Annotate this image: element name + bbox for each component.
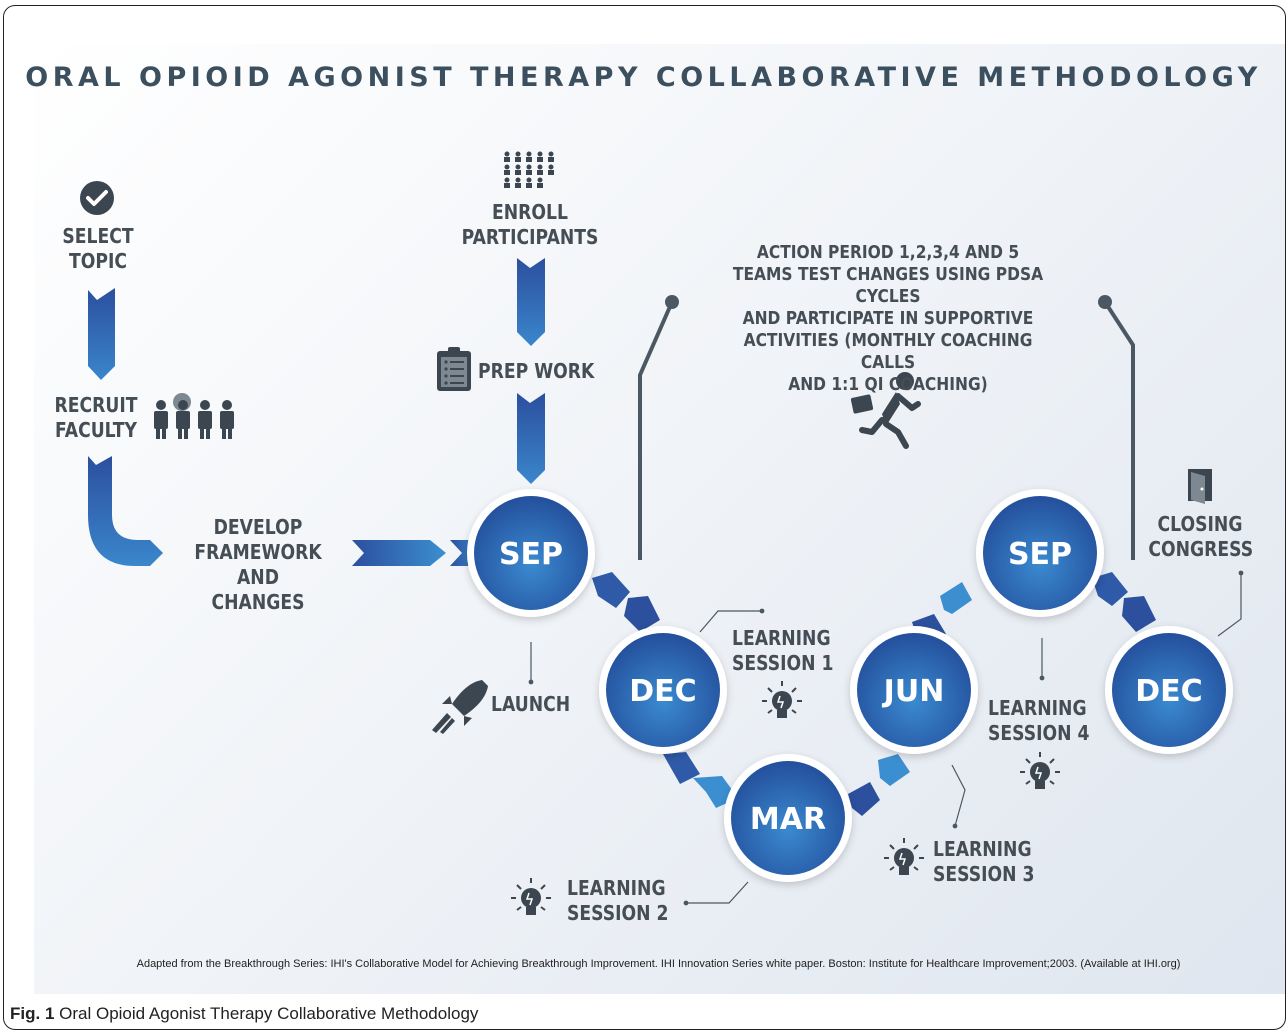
diagram-title: ORAL OPIOID AGONIST THERAPY COLLABORATIV… — [25, 62, 1262, 93]
people-grid-icon — [504, 151, 554, 188]
prep-work-label: PREP WORK — [478, 359, 595, 383]
action-period-label: ACTION PERIOD 1,2,3,4 AND 5 TEAMS TEST C… — [732, 242, 1044, 395]
month-label: JUN — [882, 674, 945, 709]
month-circle-dec-2: DEC — [1105, 626, 1233, 754]
lightbulb-icon — [762, 681, 802, 718]
connector-dot — [665, 295, 679, 309]
rocket-icon — [432, 680, 488, 734]
lightbulb-icon — [1020, 752, 1060, 789]
learning-session-2-label: LEARNING SESSION 2 — [567, 876, 669, 925]
month-label: DEC — [1135, 674, 1202, 709]
launch-label: LAUNCH — [491, 692, 571, 716]
learning-session-3-label: LEARNING SESSION 3 — [933, 837, 1035, 886]
curved-arrow — [88, 456, 163, 566]
caption-text: Oral Opioid Agonist Therapy Collaborativ… — [59, 1004, 479, 1023]
closing-congress-label: CLOSING CONGRESS — [1148, 512, 1254, 561]
month-label: SEP — [1008, 537, 1072, 572]
develop-framework-label: DEVELOP FRAMEWORK AND CHANGES — [194, 515, 322, 614]
lightbulb-icon — [511, 878, 551, 915]
month-circle-jun: JUN — [850, 626, 978, 754]
connector-dot — [1098, 295, 1112, 309]
month-label: DEC — [629, 674, 696, 709]
chevron-arrow-down-1 — [88, 288, 115, 380]
learning-session-4-label: LEARNING SESSION 4 — [988, 696, 1090, 745]
month-circle-mar: MAR — [724, 754, 852, 882]
handshake-people-icon — [154, 393, 234, 439]
chevron-arrow-down-2 — [517, 258, 545, 346]
enroll-participants-label: ENROLL PARTICIPANTS — [461, 200, 599, 249]
month-circle-sep-2: SEP — [976, 489, 1104, 617]
month-circle-dec-1: DEC — [599, 626, 727, 754]
month-circle-sep-1: SEP — [467, 489, 595, 617]
chevron-arrow-down-3 — [517, 393, 545, 484]
action-period-lines — [638, 300, 1135, 560]
source-note: Adapted from the Breakthrough Series: IH… — [136, 958, 1181, 970]
wave-arrows — [592, 572, 1156, 816]
learning-session-1-label: LEARNING SESSION 1 — [732, 626, 834, 675]
chevron-arrow-right-1 — [352, 540, 446, 566]
callout-lines — [530, 573, 1242, 904]
figure-caption: Fig. 1 Oral Opioid Agonist Therapy Colla… — [10, 1004, 478, 1024]
recruit-faculty-label: RECRUIT FACULTY — [54, 393, 138, 442]
month-label: MAR — [750, 802, 826, 837]
door-icon — [1188, 469, 1212, 504]
caption-label: Fig. 1 — [10, 1004, 55, 1023]
lightbulb-icon — [884, 838, 924, 875]
runner-icon — [850, 372, 921, 449]
checkmark-circle-icon — [80, 181, 114, 215]
clipboard-icon — [437, 347, 471, 391]
select-topic-label: SELECT TOPIC — [62, 224, 134, 273]
month-label: SEP — [499, 537, 563, 572]
